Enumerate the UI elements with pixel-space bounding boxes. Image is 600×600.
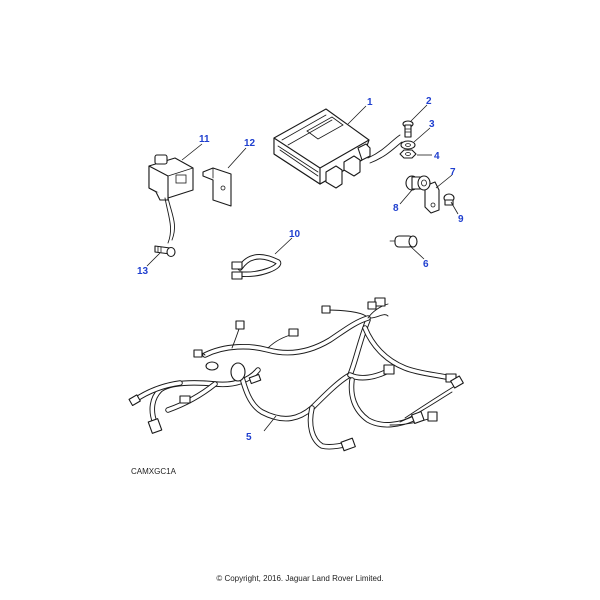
callouts: 1 2 3 4 5 6 7 8 9 10 11 12 13: [137, 96, 464, 443]
screw-part: [402, 120, 414, 138]
callout-5: 5: [246, 432, 252, 443]
callout-11: 11: [199, 134, 210, 145]
copyright-notice: © Copyright, 2016. Jaguar Land Rover Lim…: [216, 574, 384, 583]
leader-8: [399, 189, 413, 205]
bracket-part: [202, 167, 232, 207]
control-module-part: [273, 108, 403, 189]
diagram-reference-code: CAMXGC1A: [131, 467, 176, 476]
callout-8: 8: [393, 203, 399, 214]
wiring-harness-part: [128, 297, 464, 452]
connector-plug-part: [389, 235, 418, 248]
washer-part: [400, 140, 416, 150]
leader-7: [435, 174, 453, 189]
callout-6: 6: [423, 259, 429, 270]
leader-6: [409, 245, 425, 260]
leader-lines: [146, 104, 459, 432]
leader-13: [146, 252, 161, 267]
callout-4: 4: [434, 151, 440, 162]
callout-9: 9: [458, 214, 464, 225]
callout-7: 7: [450, 167, 456, 178]
callout-2: 2: [426, 96, 432, 107]
callout-12: 12: [244, 138, 256, 149]
leader-9: [450, 201, 459, 215]
small-screw-part: [443, 193, 455, 206]
callout-1: 1: [367, 97, 373, 108]
bolt-part: [154, 245, 176, 258]
leader-10: [274, 237, 293, 255]
grommet-part: [405, 175, 431, 191]
leader-11: [181, 143, 203, 161]
relay-module-part: [148, 154, 194, 244]
leader-2: [410, 104, 428, 122]
leader-1: [347, 105, 367, 125]
leader-3: [413, 127, 431, 143]
mounting-bracket-part: [424, 181, 440, 214]
nut-part: [399, 149, 417, 159]
wire-link-part: [231, 254, 282, 280]
leader-12: [227, 147, 247, 169]
callout-13: 13: [137, 266, 149, 277]
leader-5: [263, 415, 277, 432]
callout-10: 10: [289, 229, 301, 240]
callout-3: 3: [429, 119, 435, 130]
